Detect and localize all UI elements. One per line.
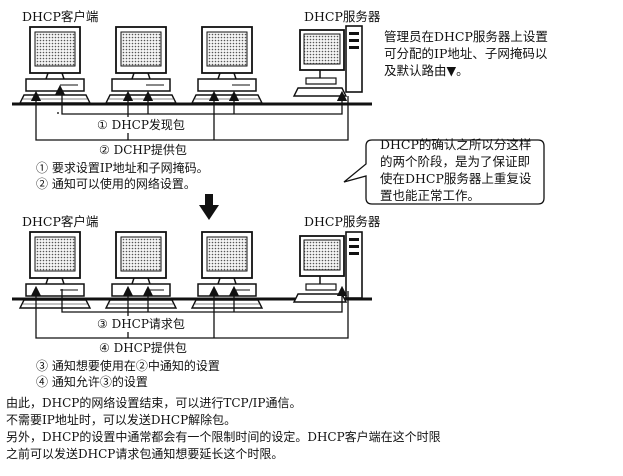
server-computer-2 (293, 231, 363, 303)
client-computer-5 (105, 231, 177, 309)
client-computer-2 (105, 26, 177, 104)
footer-line-4: 之前可以发送DHCP请求包通知想要延长这个时限。 (6, 447, 284, 461)
client-label: DHCP客户端 (22, 9, 99, 24)
footer-line-2: 不需要IP地址时，可以发送DHCP解除包。 (6, 413, 237, 427)
client-label-2: DHCP客户端 (22, 214, 99, 229)
admin-note-mark: ▼。 (446, 63, 469, 78)
client-computer-4 (19, 231, 91, 309)
callout-bubble (343, 139, 545, 205)
discover-packet-label: ① DHCP发现包 (97, 118, 185, 132)
client-computer-1 (19, 26, 91, 104)
request-packet-path (61, 285, 348, 313)
client-computer-6 (191, 231, 263, 309)
ack-packet-label: ④ DHCP提供包 (99, 341, 187, 355)
offer-packet-label: ② DCHP提供包 (99, 143, 187, 157)
footer-line-1: 由此，DHCP的网络设置结束，可以进行TCP/IP通信。 (6, 396, 302, 410)
server-label: DHCP服务器 (304, 9, 381, 24)
server-computer (293, 25, 363, 97)
discover-packet-path (54, 84, 348, 115)
admin-note-text: 管理员在DHCP服务器上设置可分配的IP地址、子网掩码以及默认路由 (384, 29, 548, 78)
client-computer-3 (191, 26, 263, 104)
step2-description: ② 通知可以使用的网络设置。 (36, 177, 196, 191)
step1-description: ① 要求设置IP地址和子网掩码。 (36, 161, 209, 175)
step3-description: ③ 通知想要使用在②中通知的设置 (36, 359, 220, 373)
down-arrow (199, 194, 219, 220)
footer-line-3: 另外，DHCP的设置中通常都会有一个限制时间的设定。DHCP客户端在这个时限 (6, 430, 441, 444)
server-label-2: DHCP服务器 (304, 214, 381, 229)
admin-note: 管理员在DHCP服务器上设置可分配的IP地址、子网掩码以及默认路由▼。 (384, 28, 552, 79)
callout-text: DHCP的确认之所以分这样的两个阶段，是为了保证即使在DHCP服务器上重复设置也… (380, 137, 532, 203)
request-packet-label: ③ DHCP请求包 (97, 317, 185, 331)
step4-description: ④ 通知允许③的设置 (36, 375, 148, 389)
